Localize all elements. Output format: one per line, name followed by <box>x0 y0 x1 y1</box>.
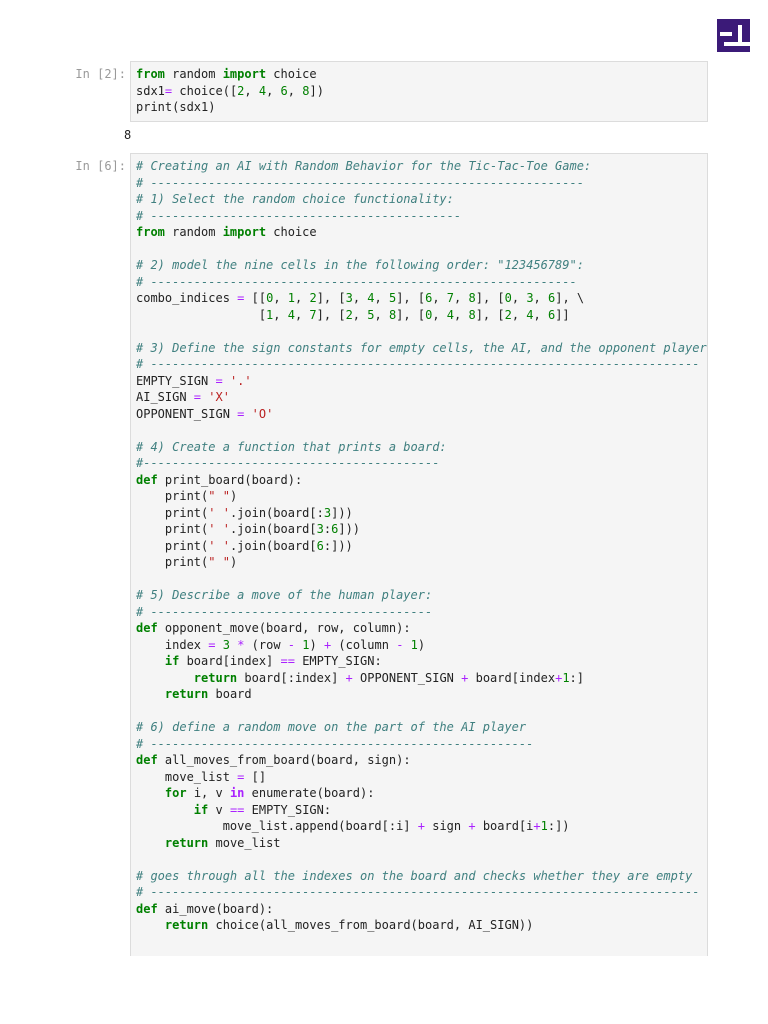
code-line[interactable]: # --------------------------------------… <box>136 885 700 899</box>
code-line[interactable]: ​ <box>136 571 707 588</box>
code-line[interactable]: for i, v in enumerate(board): <box>164 786 375 800</box>
code-line[interactable]: index = 3 * (row - 1) + (column - 1) <box>136 637 426 652</box>
code-line[interactable]: return choice(all_moves_from_board(board… <box>164 918 534 932</box>
code-line[interactable]: # 4) Create a function that prints a boa… <box>136 439 447 454</box>
code-line[interactable]: [1, 4, 7], [2, 5, 8], [0, 4, 8], [2, 4, … <box>136 307 570 322</box>
code-line[interactable]: ​ <box>136 323 707 340</box>
code-line[interactable]: AI_SIGN = 'X' <box>136 390 230 404</box>
code-cell-input[interactable]: from random import choice sdx1= choice([2… <box>130 61 708 122</box>
code-line[interactable]: print(sdx1) <box>136 100 216 114</box>
code-line[interactable]: ​ <box>136 241 707 258</box>
code-editor[interactable]: # Creating an AI with Random Behavior fo… <box>131 154 707 934</box>
cell-prompt: In [6]: <box>75 159 126 173</box>
code-line[interactable]: from random import choice <box>136 67 317 81</box>
code-line[interactable]: combo_indices = [[0, 1, 2], [3, 4, 5], [… <box>136 291 585 305</box>
code-line[interactable]: ​ <box>136 703 707 720</box>
code-line[interactable]: from random import choice <box>136 225 317 239</box>
code-line[interactable]: if board[index] == EMPTY_SIGN: <box>164 654 382 668</box>
code-line[interactable]: def opponent_move(board, row, column): <box>136 621 411 635</box>
cell-output: 8 <box>124 128 132 142</box>
code-line[interactable]: # --------------------------------------… <box>136 736 534 751</box>
code-line[interactable]: def print_board(board): <box>136 472 303 487</box>
code-line[interactable]: move_list.append(board[:i] + sign + boar… <box>136 819 570 833</box>
code-line[interactable]: # Creating an AI with Random Behavior fo… <box>136 159 592 173</box>
code-line[interactable]: # --------------------------------------… <box>136 274 577 289</box>
code-line[interactable]: # --------------------------------------… <box>136 604 433 619</box>
code-line[interactable]: # 1) Select the random choice functional… <box>136 192 454 206</box>
code-line[interactable]: if v == EMPTY_SIGN: <box>193 802 332 817</box>
code-line[interactable]: print(' '.join(board[:3])) <box>136 505 353 520</box>
code-line[interactable]: # goes through all the indexes on the bo… <box>136 868 693 883</box>
code-line[interactable]: def ai_move(board): <box>136 901 274 916</box>
code-line[interactable]: print(' '.join(board[6:])) <box>136 538 353 553</box>
code-line[interactable]: def all_moves_from_board(board, sign): <box>136 753 411 767</box>
code-cell-input[interactable]: # Creating an AI with Random Behavior fo… <box>130 153 708 956</box>
code-line[interactable]: #---------------------------------------… <box>136 456 440 470</box>
code-line[interactable]: ​ <box>136 422 707 439</box>
code-line[interactable]: return move_list <box>164 835 281 850</box>
code-line[interactable]: # 5) Describe a move of the human player… <box>136 588 433 602</box>
code-line[interactable]: print(' '.join(board[3:6])) <box>136 522 361 536</box>
code-line[interactable]: return board <box>164 687 252 701</box>
code-line[interactable]: EMPTY_SIGN = '.' <box>136 373 252 388</box>
code-editor[interactable]: from random import choice sdx1= choice([2… <box>131 62 707 116</box>
code-line[interactable]: print(" ") <box>136 555 238 569</box>
code-line[interactable]: # --------------------------------------… <box>136 208 462 223</box>
code-line[interactable]: # --------------------------------------… <box>136 357 700 371</box>
code-line[interactable]: # 6) define a random move on the part of… <box>136 720 527 734</box>
code-line[interactable]: return board[:index] + OPPONENT_SIGN + b… <box>193 670 584 685</box>
code-line[interactable]: sdx1= choice([2, 4, 6, 8]) <box>136 83 324 98</box>
cell-prompt: In [2]: <box>75 67 126 81</box>
code-line[interactable]: OPPONENT_SIGN = 'O' <box>136 406 274 421</box>
code-line[interactable]: # 3) Define the sign constants for empty… <box>136 340 707 355</box>
jupyter-logo-icon <box>717 19 750 52</box>
code-line[interactable]: # 2) model the nine cells in the followi… <box>136 258 584 272</box>
code-line[interactable]: print(" ") <box>136 489 238 503</box>
code-line[interactable]: # --------------------------------------… <box>136 175 584 190</box>
code-line[interactable]: move_list = [] <box>136 769 267 784</box>
code-line[interactable]: ​ <box>136 851 707 868</box>
